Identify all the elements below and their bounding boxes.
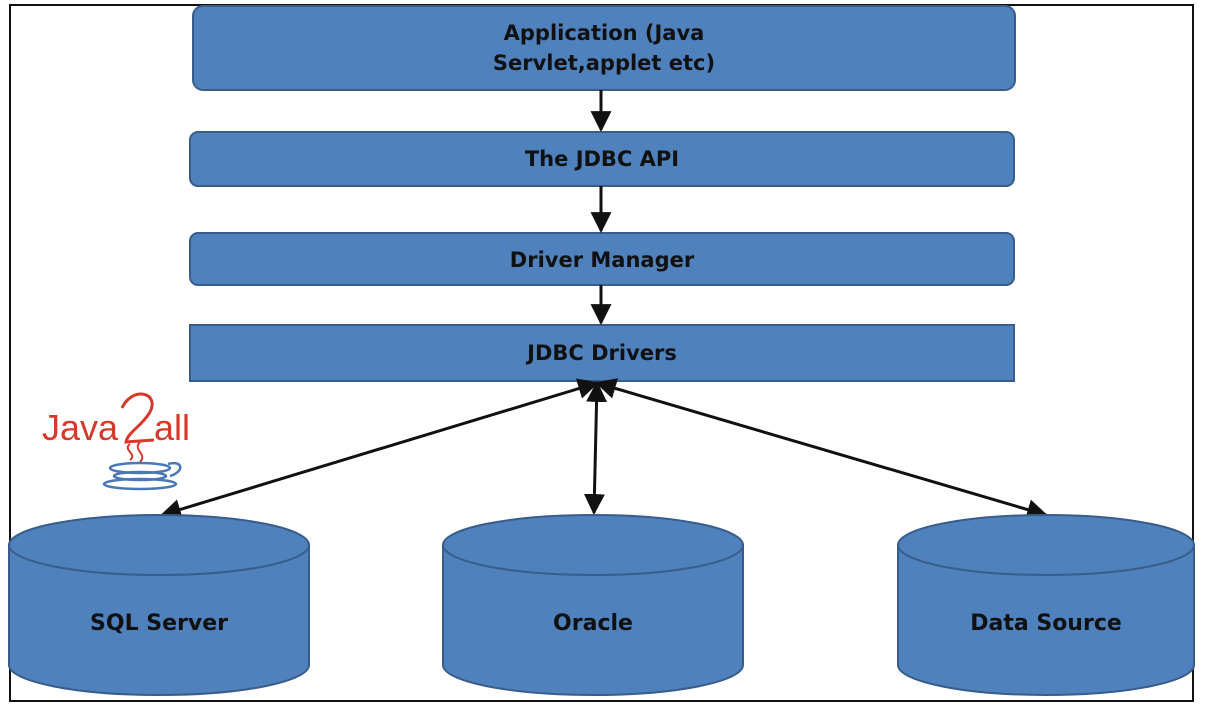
layer-application: Application (Java Servlet,applet etc) — [192, 5, 1016, 91]
logo-swirl-2 — [120, 392, 155, 444]
database-sql-server: SQL Server — [8, 514, 310, 696]
driver-manager-label: Driver Manager — [510, 248, 695, 272]
oracle-cylinder-body — [442, 544, 744, 696]
arrow-jdbc-drivers-sql-server — [159, 378, 600, 520]
arrow-jdbc-drivers-data-source — [594, 378, 1049, 520]
sql-server-cylinder-top — [8, 514, 310, 576]
oracle-label: Oracle — [553, 611, 633, 636]
application-label-line-1: Application (Java — [504, 21, 705, 45]
jdbc-api-label: The JDBC API — [525, 147, 679, 171]
data-source-cylinder-body — [897, 544, 1195, 696]
coffee-cup-icon — [102, 441, 182, 491]
oracle-cylinder-top — [442, 514, 744, 576]
data-source-label: Data Source — [970, 611, 1122, 636]
sql-server-cylinder-body — [8, 544, 310, 696]
database-oracle: Oracle — [442, 514, 744, 696]
java2all-logo: Java all — [42, 392, 190, 491]
application-box — [192, 5, 1016, 91]
layer-jdbc-api: The JDBC API — [189, 131, 1015, 187]
logo-lettering-tail: all — [154, 407, 190, 448]
layer-jdbc-drivers: JDBC Drivers — [189, 324, 1015, 382]
sql-server-label: SQL Server — [90, 611, 228, 636]
data-source-cylinder-top — [897, 514, 1195, 576]
jdbc-drivers-label: JDBC Drivers — [525, 341, 677, 365]
logo-lettering: Java — [42, 407, 119, 448]
database-data-source: Data Source — [897, 514, 1195, 696]
application-label-line-2: Servlet,applet etc) — [493, 51, 715, 75]
layer-driver-manager: Driver Manager — [189, 232, 1015, 286]
arrow-jdbc-drivers-oracle — [583, 380, 608, 516]
